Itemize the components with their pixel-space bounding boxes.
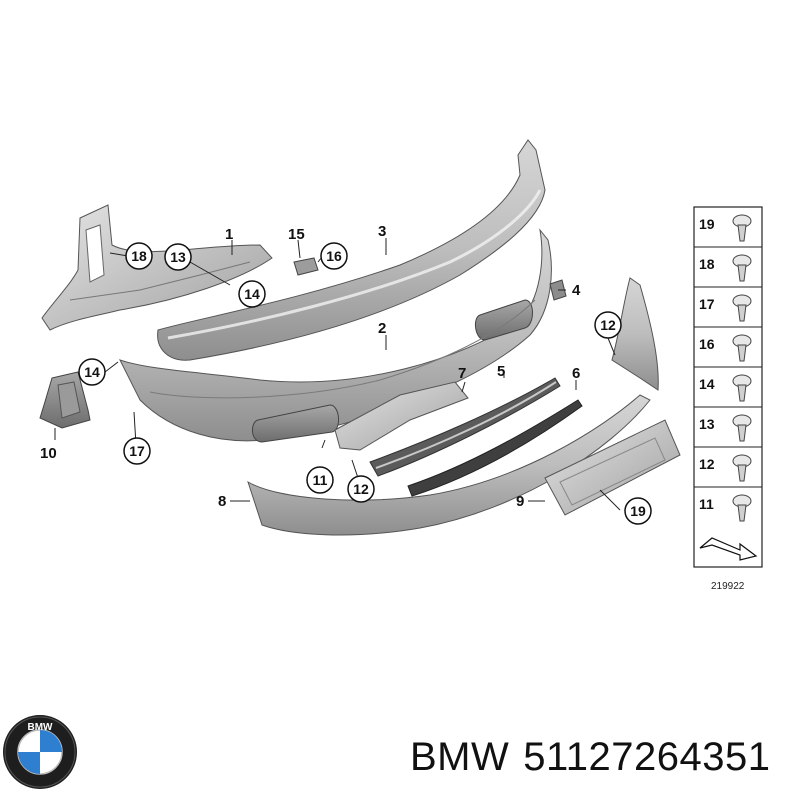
fastener-shank <box>737 344 747 362</box>
fastener-label: 13 <box>699 416 715 432</box>
svg-text:16: 16 <box>326 248 342 264</box>
label-part-7: 7 <box>458 365 466 382</box>
svg-text:18: 18 <box>131 248 147 264</box>
callout-11: 11 <box>306 466 334 494</box>
svg-text:11: 11 <box>313 472 328 488</box>
fastener-panel: 19 18 17 16 14 13 12 11 219922 <box>693 206 763 592</box>
callout-18: 18 <box>125 242 153 270</box>
callout-16: 16 <box>320 242 348 270</box>
fastener-shank <box>737 264 747 282</box>
svg-text:13: 13 <box>170 249 186 265</box>
svg-text:12: 12 <box>600 317 616 333</box>
svg-text:BMW: BMW <box>28 722 54 733</box>
footer-text: BMW 51127264351 <box>410 735 785 780</box>
diagram-number: 219922 <box>711 581 745 592</box>
fastener-shank <box>737 224 747 242</box>
part-9-license-plate-base <box>544 419 681 516</box>
fastener-label: 16 <box>699 336 715 352</box>
callout-12-right: 12 <box>594 311 622 339</box>
callout-13: 13 <box>164 243 192 271</box>
fastener-label: 19 <box>699 216 715 232</box>
callout-12-lower: 12 <box>347 475 375 503</box>
fastener-shank <box>737 464 747 482</box>
fastener-shank <box>737 304 747 322</box>
callout-14-upper: 14 <box>238 280 266 308</box>
fastener-shank <box>737 424 747 442</box>
fastener-label: 17 <box>699 296 715 312</box>
svg-text:14: 14 <box>244 286 260 302</box>
svg-text:17: 17 <box>129 443 145 459</box>
label-part-9: 9 <box>516 493 524 510</box>
fastener-row-16: 16 <box>694 326 762 362</box>
fastener-label: 14 <box>699 376 715 392</box>
svg-text:14: 14 <box>84 364 100 380</box>
fastener-shank <box>737 504 747 522</box>
part-5-grille-strip <box>369 377 561 477</box>
label-part-15: 15 <box>288 226 305 243</box>
part-8-lower-spoiler <box>247 394 651 536</box>
fastener-label: 12 <box>699 456 715 472</box>
label-part-3: 3 <box>378 223 386 240</box>
label-part-5: 5 <box>497 363 505 380</box>
arrow-icon <box>699 537 758 561</box>
fastener-row-11: 11 <box>694 486 762 522</box>
fastener-row-18: 18 <box>694 246 762 282</box>
fastener-label: 18 <box>699 256 715 272</box>
label-part-8: 8 <box>218 493 226 510</box>
part-6-lower-grille <box>407 399 583 497</box>
part-number: 51127264351 <box>523 735 771 779</box>
part-15-clip <box>293 257 319 276</box>
part-10-bracket <box>39 371 91 429</box>
part-12-corner-panel <box>611 277 659 391</box>
fastener-row-13: 13 <box>694 406 762 442</box>
fastener-row-14: 14 <box>694 366 762 402</box>
label-part-2: 2 <box>378 320 386 337</box>
part-3-upper-trim <box>157 139 546 361</box>
fastener-row-19: 19 <box>699 214 752 242</box>
callout-19: 19 <box>624 497 652 525</box>
label-part-10: 10 <box>40 445 57 462</box>
bmw-logo: BMW <box>3 715 77 789</box>
svg-text:12: 12 <box>353 481 369 497</box>
label-part-1: 1 <box>225 226 233 243</box>
label-part-6: 6 <box>572 365 580 382</box>
part-7-center-bracket <box>334 381 469 451</box>
brand-name: BMW <box>410 735 510 779</box>
fastener-row-17: 17 <box>694 286 762 322</box>
part-1-undertray <box>41 204 273 331</box>
callout-17: 17 <box>123 437 151 465</box>
fastener-label: 11 <box>699 496 714 512</box>
fastener-row-12: 12 <box>694 446 762 482</box>
fastener-shank <box>737 384 747 402</box>
svg-text:19: 19 <box>630 503 646 519</box>
callout-14-lower: 14 <box>78 358 106 386</box>
label-part-4: 4 <box>572 282 581 299</box>
